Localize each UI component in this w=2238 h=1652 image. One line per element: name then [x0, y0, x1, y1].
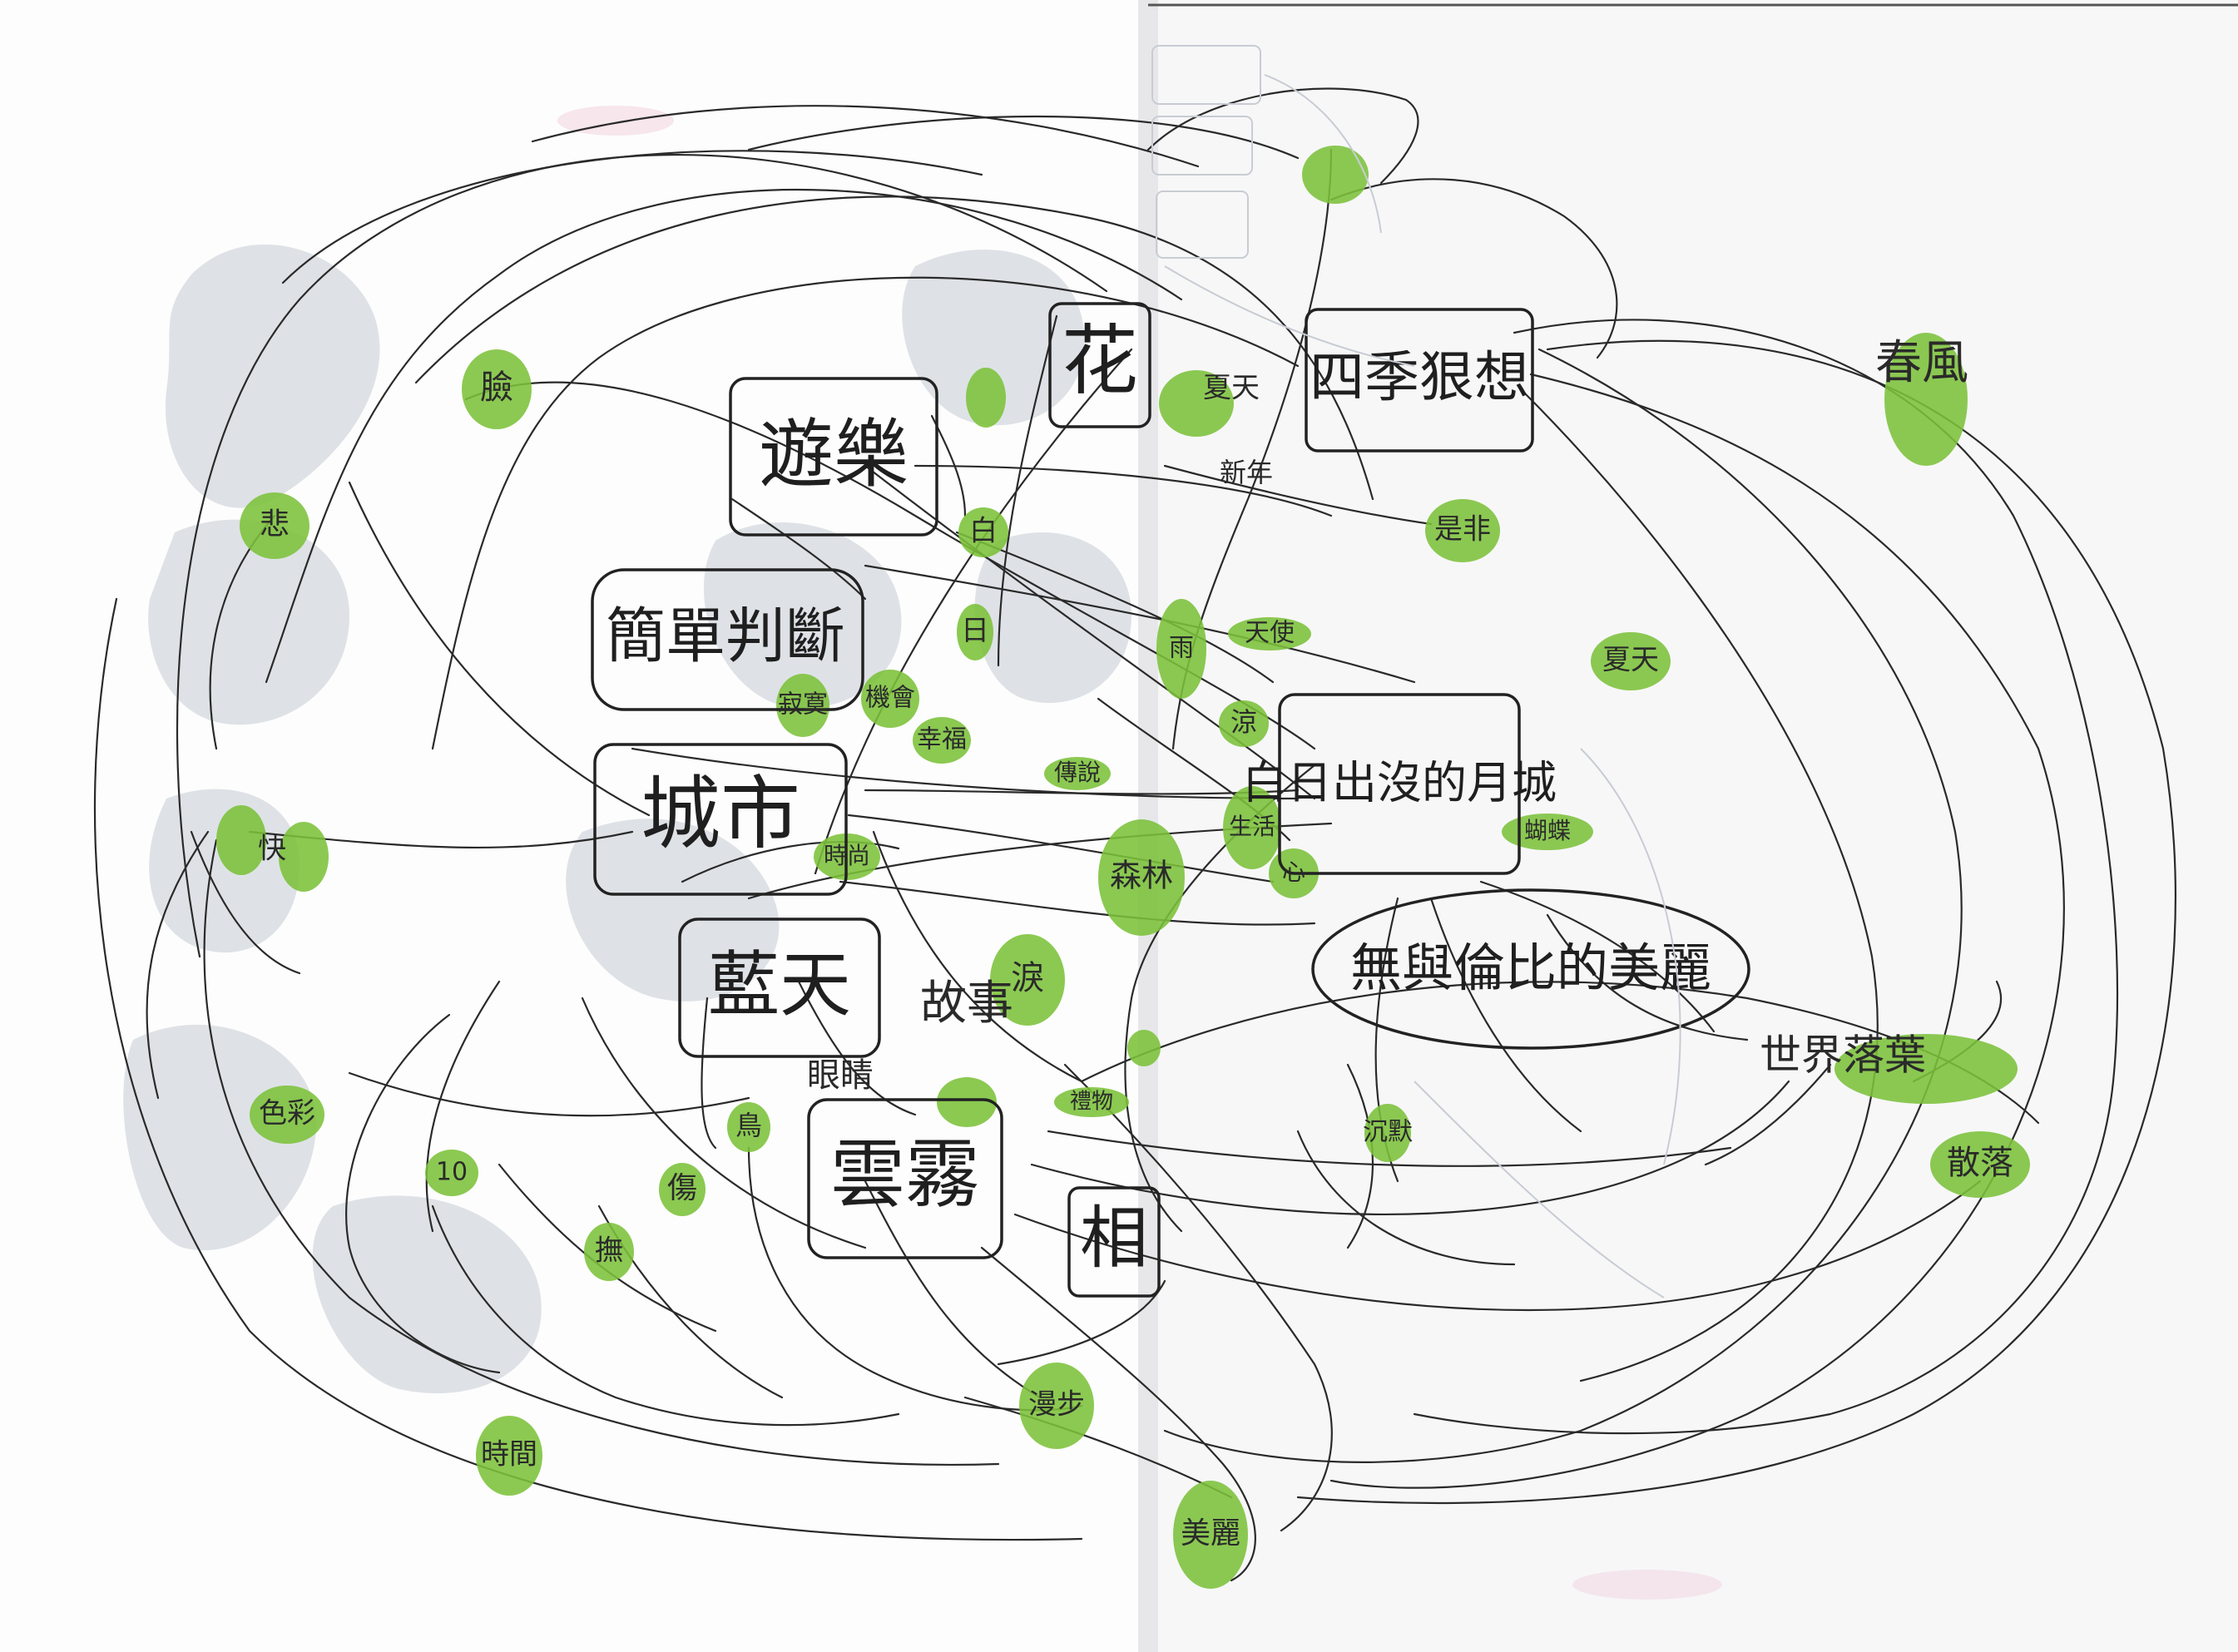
- kw-spring: 春風: [1875, 336, 1968, 390]
- node-city: 城市: [641, 767, 800, 860]
- kw-scatter: 散落: [1947, 1144, 2013, 1182]
- kw-angel: 天使: [1245, 619, 1295, 648]
- concept-box-shapes: [591, 302, 1750, 1298]
- kw-rain: 雨: [1169, 634, 1194, 663]
- node-flower: 花: [1062, 316, 1138, 405]
- kw-bird: 鳥: [735, 1110, 762, 1141]
- node-beauty: 無與倫比的美麗: [1350, 937, 1711, 998]
- kw-story: 故事: [920, 977, 1013, 1031]
- kw-summer: 夏天: [1203, 372, 1260, 405]
- kw-chance: 機會: [865, 684, 915, 713]
- connector-lines: [93, 87, 2176, 1582]
- kw-ten: 10: [436, 1158, 468, 1187]
- kw-soft: 撫: [595, 1234, 623, 1268]
- kw-happy: 快: [258, 833, 286, 866]
- kw-time: 時間: [481, 1438, 537, 1471]
- keyword-labels: 臉 悲 快 色彩 白 日 夏天 新年 春風 是非 夏天 天使 機會 涼 雨 寂寞…: [258, 336, 2013, 1551]
- highlight-blobs: [216, 146, 2030, 1589]
- kw-wound: 傷: [667, 1171, 697, 1205]
- kw-face: 臉: [480, 368, 513, 407]
- kw-sun: 日: [961, 615, 989, 648]
- kw-cool: 涼: [1230, 706, 1257, 738]
- kw-forest: 森林: [1110, 858, 1173, 894]
- node-fourseason: 四季狠想: [1310, 345, 1529, 409]
- kw-newyear: 新年: [1220, 457, 1273, 488]
- node-play: 遊樂: [759, 411, 909, 498]
- right-page: [1148, 0, 2238, 1652]
- kw-silence: 沉默: [1363, 1118, 1413, 1147]
- faint-pencil-marks: [1151, 45, 1681, 1298]
- kw-sad: 悲: [260, 507, 290, 542]
- kw-butterfly: 蝴蝶: [1524, 817, 1571, 844]
- kw-fashion: 時尚: [824, 842, 870, 869]
- kw-pass: 傳說: [1054, 759, 1101, 786]
- node-camera: 相: [1080, 1199, 1148, 1278]
- node-simple: 簡單判斷: [606, 601, 845, 671]
- kw-eyes: 眼睛: [807, 1056, 874, 1095]
- kw-heart: 心: [1282, 858, 1305, 886]
- kw-live: 生活: [1229, 813, 1275, 840]
- node-sky: 藍天: [708, 943, 851, 1026]
- background-wash: [123, 244, 1131, 1394]
- kw-fate: 是非: [1434, 513, 1491, 547]
- kw-beautiful: 美麗: [1181, 1516, 1240, 1551]
- kw-color: 色彩: [259, 1097, 315, 1130]
- kw-white: 白: [969, 515, 998, 548]
- kw-summer2: 夏天: [1602, 644, 1659, 677]
- kw-world: 世界落葉: [1760, 1031, 1926, 1080]
- kw-lonely: 寂寞: [778, 690, 828, 720]
- kw-walk: 漫步: [1028, 1388, 1085, 1422]
- kw-gift: 禮物: [1070, 1090, 1113, 1115]
- concept-labels: 花 遊樂 簡單判斷 城市 藍天 雲霧 四季狠想 白日出沒的月城 無與倫比的美麗 …: [606, 316, 1711, 1278]
- node-sunrise: 白日出沒的月城: [1242, 757, 1557, 809]
- kw-tears: 淚: [1011, 959, 1044, 997]
- pink-smudge-2: [1572, 1570, 1722, 1600]
- node-cloud: 雲霧: [830, 1131, 980, 1219]
- kw-happiness: 幸福: [917, 725, 967, 754]
